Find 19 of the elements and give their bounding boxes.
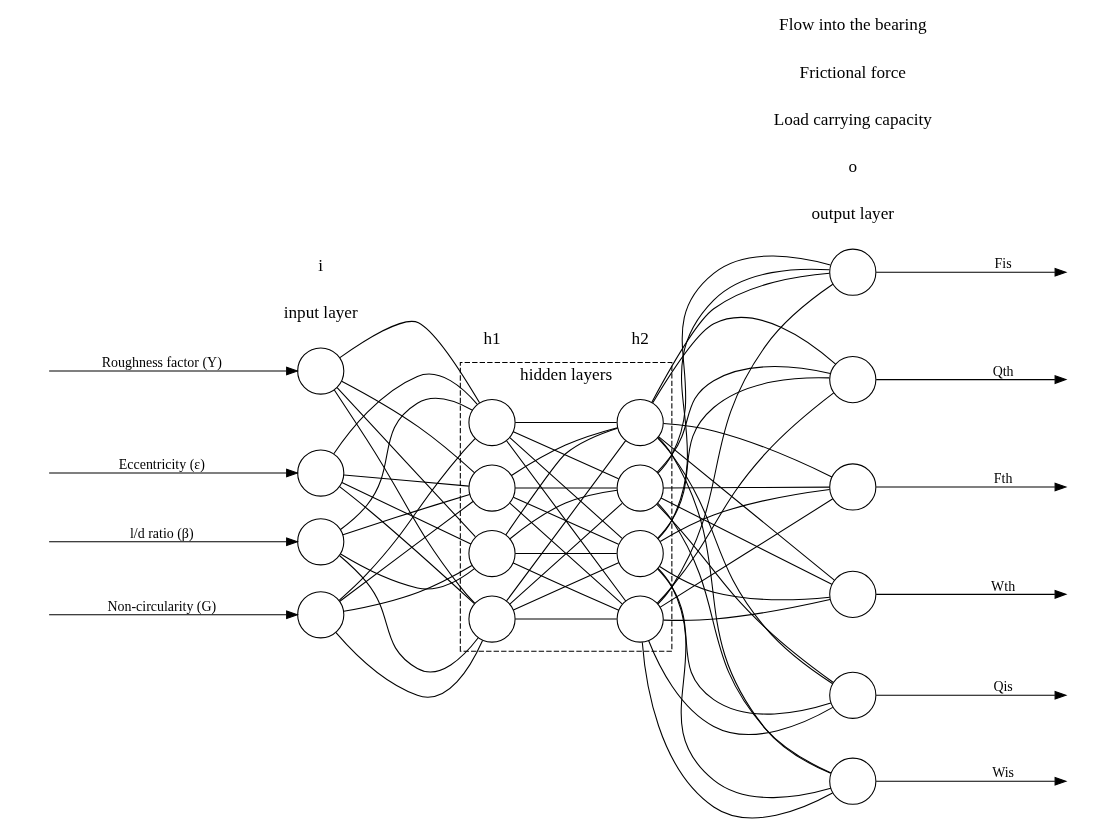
label: h1 [483, 328, 501, 348]
edge-label: Qth [992, 363, 1014, 379]
edge-label: l/d ratio (β) [130, 525, 194, 541]
edge-label: Roughness factor (Y) [101, 355, 222, 371]
label: Load carrying capacity [773, 109, 932, 129]
label: Frictional force [799, 62, 906, 82]
edge-label: Eccentricity (ε) [118, 457, 205, 473]
label: input layer [283, 303, 358, 323]
label: Flow into the bearing [779, 15, 927, 35]
edge-label: Fth [993, 471, 1013, 487]
edge-label: Wth [991, 578, 1016, 594]
label: output layer [811, 204, 895, 224]
label: i [318, 255, 324, 275]
edge-label: Non-circularity (G) [107, 598, 217, 614]
label: o [848, 157, 858, 177]
edge-label: Fis [994, 256, 1012, 272]
edge-label: Qis [993, 679, 1013, 695]
label: h2 [631, 328, 649, 348]
edge-label: Wis [992, 765, 1015, 781]
